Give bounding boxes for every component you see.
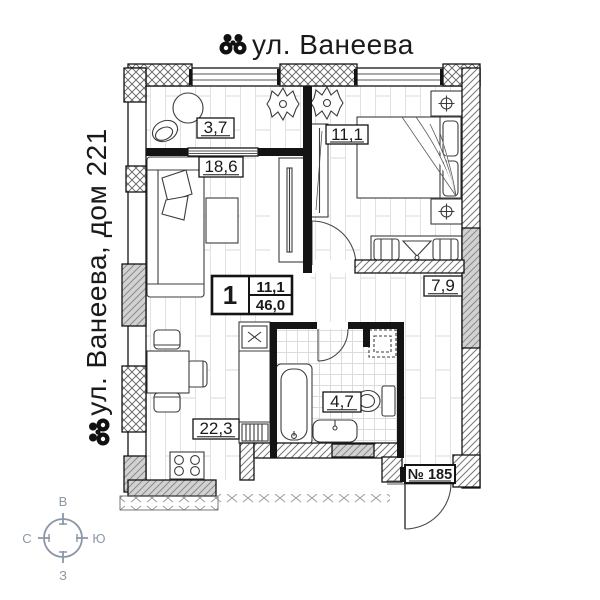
binoculars-icon [219, 34, 247, 55]
pylon [123, 67, 147, 103]
partitions [146, 69, 443, 482]
walls [119, 63, 481, 511]
washer-stub [363, 329, 370, 347]
window-jamb [354, 69, 357, 85]
right-wall-gray [461, 227, 481, 349]
radiator-icon [241, 423, 269, 442]
coffee-table-icon [205, 197, 239, 244]
bath-wall-left [270, 322, 277, 458]
chair-icon [153, 329, 181, 350]
sofa-icon [146, 156, 205, 298]
pylon [279, 63, 358, 87]
mirror-icon [401, 240, 433, 257]
tv-unit-icon [278, 157, 305, 263]
street-label-top: ул. Ванеева [219, 29, 414, 60]
washing-machine-icon [368, 329, 397, 358]
nightstand-icon [430, 198, 463, 225]
furniture [146, 85, 463, 480]
corner-pylon [452, 454, 481, 488]
bathtub-icon [275, 363, 313, 446]
rooms-count: 1 [223, 280, 237, 310]
pylon [125, 165, 147, 193]
bedroom-hall-wall [354, 259, 465, 274]
kitchen-counter-icon [238, 321, 271, 444]
area-text: 7,9 [431, 276, 455, 295]
pylon [121, 263, 147, 327]
stove-icon [169, 451, 205, 480]
bathroom-door [317, 328, 349, 362]
street-name-top: ул. Ванеева [252, 29, 414, 60]
chair-icon [151, 119, 179, 143]
area-text: 18,6 [204, 157, 237, 176]
chair-icon [186, 360, 208, 388]
compass-left-label: С [22, 531, 31, 546]
bed-icon [356, 116, 462, 199]
apartment-info-box: 1 11,1 46,0 [210, 274, 294, 316]
window-jamb [440, 69, 443, 85]
area-labels: 3,7 18,6 11,1 7,9 22,3 4,7 [192, 117, 463, 440]
area-text: 4,7 [330, 392, 354, 411]
window-jamb [277, 69, 280, 85]
bath-sink-icon [312, 419, 358, 443]
entry-step-wall [381, 456, 403, 483]
bath-wall-right [397, 322, 404, 458]
pylon [121, 365, 147, 433]
compass-top-label: В [59, 494, 68, 509]
balcony-window [187, 147, 259, 157]
compass-bottom-label: З [59, 568, 67, 583]
bottom-wall-x [119, 495, 219, 511]
wardrobe-icon [310, 123, 329, 218]
living-bedroom-wall [303, 86, 312, 273]
area-text: 11,1 [331, 125, 363, 144]
nightstand-icon [430, 90, 463, 117]
bottom-wall [127, 479, 217, 497]
balcony-glazing [188, 150, 258, 154]
room-area-label-balcony: 3,7 [196, 117, 235, 139]
compass-rose: В Ю С З [22, 494, 105, 583]
compass-right-label: Ю [92, 531, 105, 546]
area-text: 22,3 [199, 419, 232, 438]
round-table-icon [172, 92, 204, 124]
chair-icon [153, 392, 181, 413]
bath-wall-top [270, 322, 317, 329]
bath-wall-top [348, 322, 404, 329]
room-area-label-kitchen: 22,3 [192, 418, 240, 440]
total-area-value: 46,0 [256, 297, 285, 314]
dining-table-icon [146, 350, 190, 394]
balcony-wall [258, 148, 305, 156]
door-jamb [400, 467, 405, 482]
room-area-label-bathroom: 4,7 [322, 391, 362, 413]
bottom-x-row [216, 494, 390, 506]
plant-center [322, 98, 332, 108]
street-name-left: ул. Ванеева, дом 221 [81, 128, 112, 415]
window [192, 73, 443, 81]
vent-block [331, 443, 375, 458]
room-area-label-living: 18,6 [198, 156, 244, 178]
room-area-label-hallway: 7,9 [423, 275, 463, 297]
balcony-wall [146, 148, 188, 156]
street-label-left: ул. Ванеева, дом 221 [81, 128, 112, 446]
plant-center [278, 99, 288, 109]
apartment-number-text: № 185 [408, 467, 452, 483]
living-area-value: 11,1 [256, 279, 284, 296]
apartment-number-label: № 185 [404, 464, 456, 484]
area-text: 3,7 [204, 118, 228, 137]
hallway-floor [404, 322, 462, 481]
window-jamb [189, 69, 192, 85]
dressing-console-icon [370, 235, 463, 264]
room-area-label-bedroom: 11,1 [325, 124, 369, 145]
wall-step [239, 442, 255, 481]
binoculars-icon [89, 418, 110, 446]
toilet-icon [355, 385, 396, 417]
entrance-door [404, 482, 452, 530]
